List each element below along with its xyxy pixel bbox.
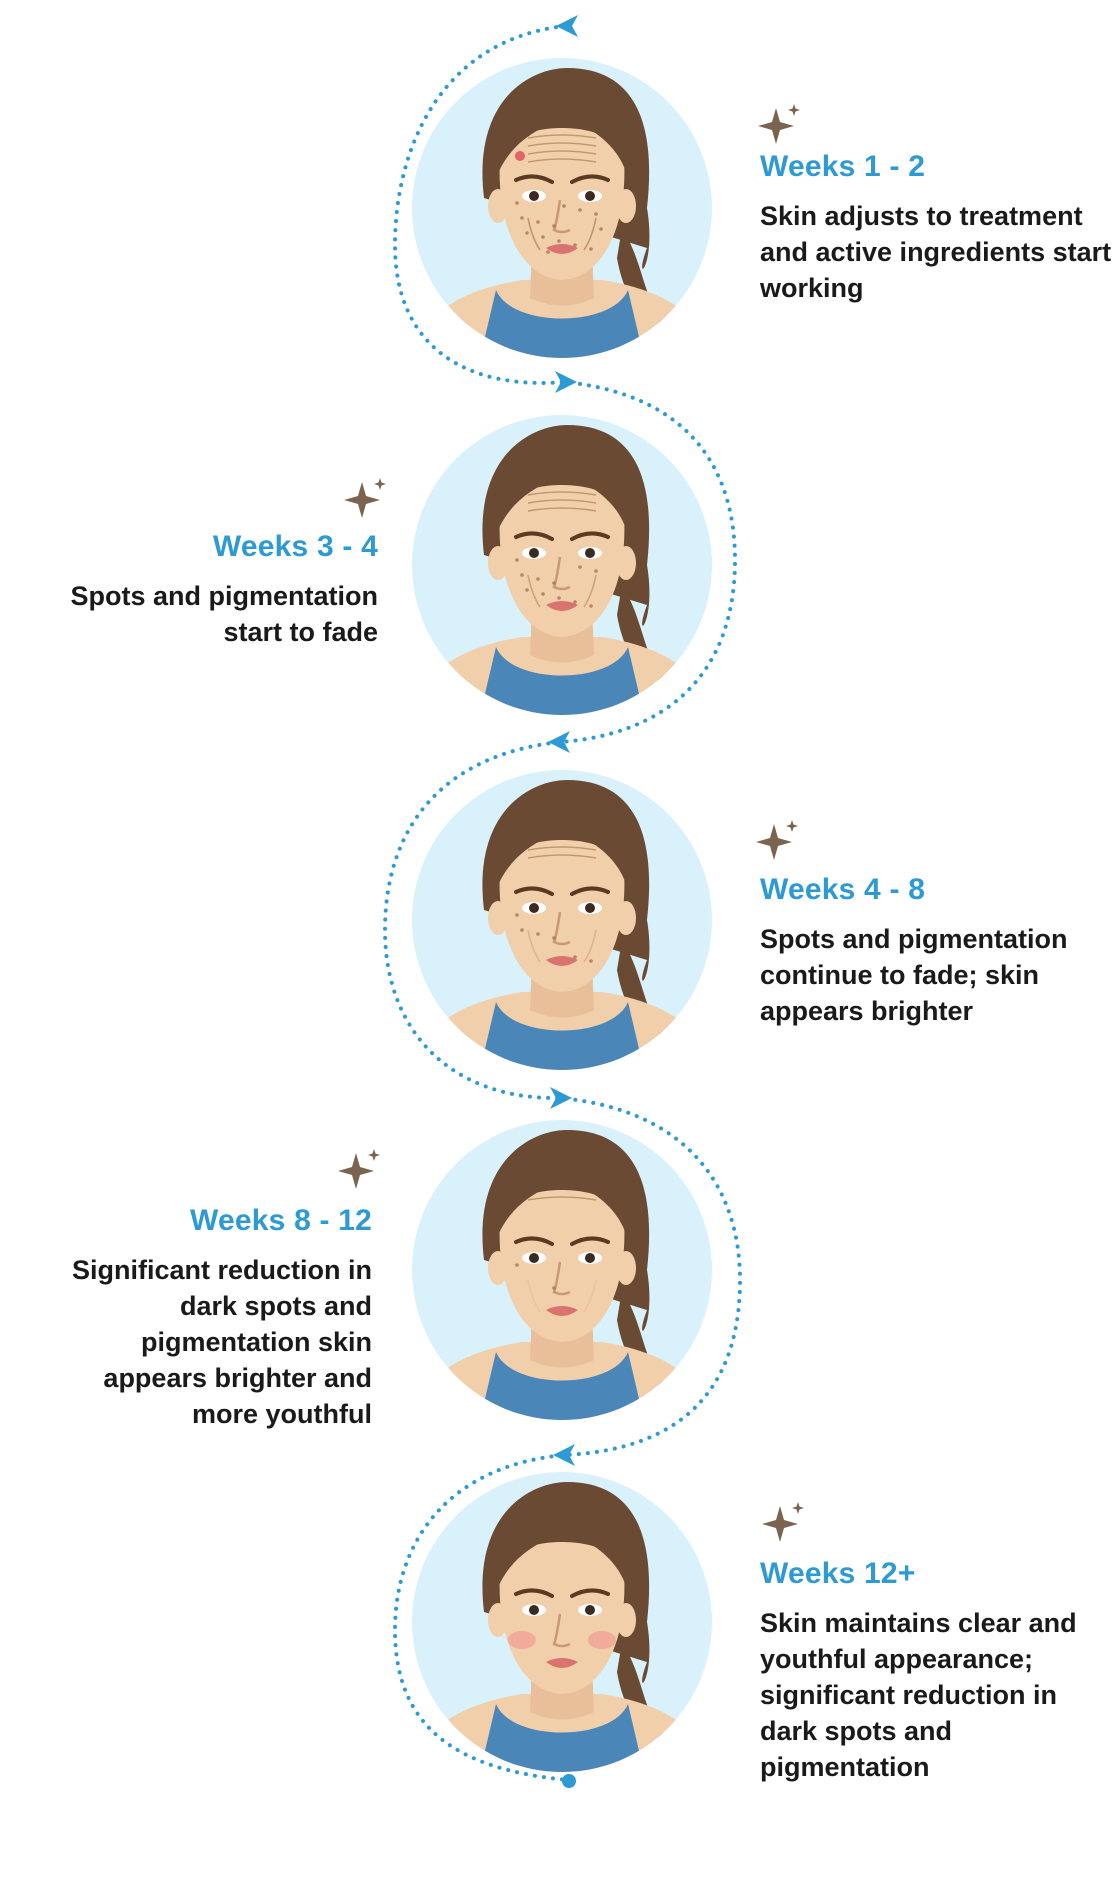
stage-title: Weeks 12+ [760, 1557, 916, 1590]
stage-description: Spots and pigmentation start to fade [70, 581, 379, 647]
sparkle-icon [344, 478, 386, 518]
portrait-circles [412, 58, 712, 1772]
stage-title: Weeks 8 - 12 [190, 1204, 372, 1237]
stage-title: Weeks 4 - 8 [760, 873, 926, 906]
face-illustration [412, 58, 712, 358]
dotted-timeline-path [382, 24, 743, 1782]
face-illustration [412, 415, 712, 715]
sparkle-icon [762, 1502, 804, 1542]
stage-weeks-3-4: Weeks 3 - 4 Spots and pigmentation start… [0, 530, 379, 650]
sparkle-icon [758, 104, 800, 144]
stage-weeks-8-12: Weeks 8 - 12 Significant reduction in da… [0, 1204, 372, 1432]
stage-description: Skin adjusts to treatment and active ing… [760, 201, 1112, 303]
arrowhead-icon [548, 731, 570, 753]
timeline-arrows [548, 15, 578, 1788]
stage-title: Weeks 3 - 4 [212, 530, 378, 563]
stage-description: Skin maintains clear and youthful appear… [760, 1608, 1077, 1782]
arrowhead-icon [556, 15, 578, 37]
face-illustration [412, 770, 712, 1070]
sparkle-icon [756, 820, 798, 860]
face-illustration [412, 1120, 712, 1420]
arrowhead-icon [553, 1444, 575, 1466]
dotted-path [382, 24, 743, 1782]
stage-description: Significant reduction in dark spots and … [71, 1255, 372, 1429]
stage-weeks-4-8: Weeks 4 - 8 Spots and pigmentation conti… [760, 873, 1117, 1029]
stage-weeks-12-plus: Weeks 12+ Skin maintains clear and youth… [760, 1557, 1117, 1785]
sparkle-icon [338, 1149, 380, 1189]
face-illustration [412, 1472, 712, 1772]
arrowhead-icon [555, 371, 577, 393]
stage-description: Spots and pigmentation continue to fade;… [760, 924, 1068, 1026]
timeline-end-dot [562, 1774, 576, 1788]
arrowhead-icon [550, 1087, 572, 1109]
stage-weeks-1-2: Weeks 1 - 2 Skin adjusts to treatment an… [760, 150, 1117, 306]
stage-title: Weeks 1 - 2 [760, 150, 926, 183]
